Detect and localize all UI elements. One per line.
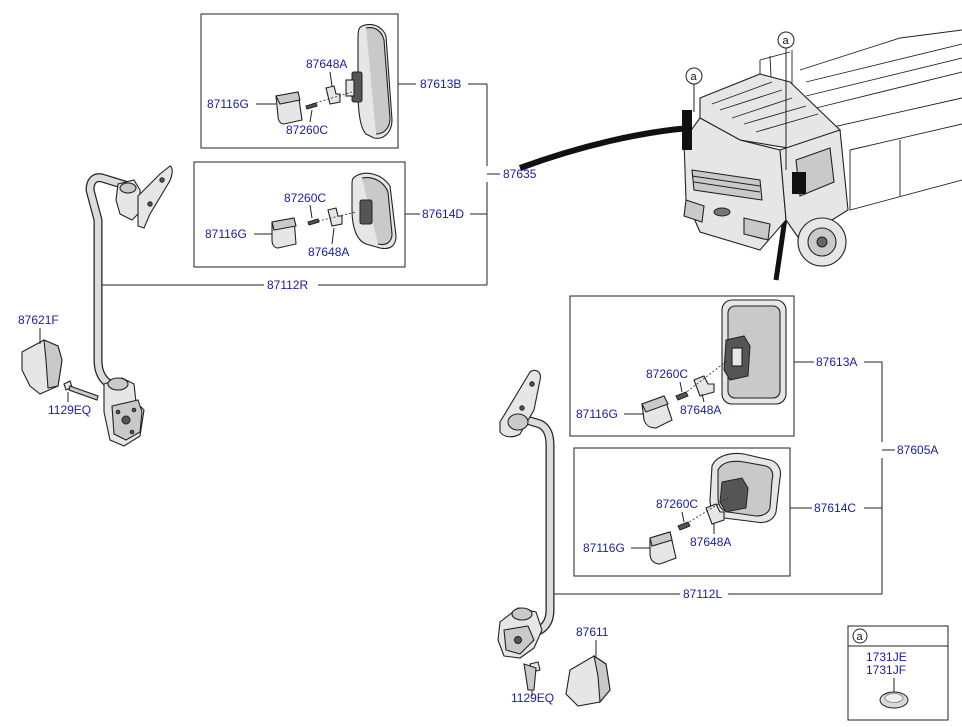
callout-a-left-label: a [691,71,698,83]
callout-a-detail-icon [852,628,868,644]
label-87613a: 87613A [816,355,857,369]
mirror-cap-b-icon [275,91,303,125]
mirror-head-c-icon [709,452,782,524]
label-87116g-c: 87116G [583,541,625,555]
label-87635: 87635 [503,167,537,181]
bolt-right-icon [523,661,541,691]
mirror-cap-d-icon [271,217,297,249]
label-87614c: 87614C [814,501,856,515]
label-87611: 87611 [576,625,609,639]
callout-a-detail-box [847,625,949,721]
clip-bracket-a-icon [693,375,715,397]
label-1129eq-left: 1129EQ [48,403,91,417]
label-87112r: 87112R [267,278,308,292]
callout-a-left-icon [685,67,703,85]
label-87614d: 87614D [422,207,464,221]
label-87116g-d: 87116G [205,227,247,241]
truck-cab-icon [518,29,962,281]
label-87605a: 87605A [897,443,938,457]
label-87648a-b: 87648A [306,57,347,71]
screw-b-icon [305,102,318,110]
label-87648a-d: 87648A [308,245,349,259]
clip-bracket-b-icon [325,85,341,105]
label-87260c-c: 87260C [656,497,698,511]
label-87648a-a: 87648A [680,403,721,417]
screw-d-icon [307,218,320,226]
mirror-stay-right-icon [497,369,555,659]
mirror-box-lower-a [569,295,795,437]
label-1731jf: 1731JF [866,663,906,677]
label-87621f: 87621F [18,313,59,327]
mirror-head-a-icon [721,299,787,405]
screw-c-icon [677,521,691,531]
label-87112l: 87112L [683,587,722,601]
label-1731je: 1731JE [866,650,907,664]
label-87613b: 87613B [420,77,461,91]
mirror-head-b-icon [345,23,393,139]
label-1129eq-right: 1129EQ [511,691,554,705]
label-87260c-a: 87260C [646,367,688,381]
stay-cover-left-icon [21,339,63,395]
label-87648a-c: 87648A [690,535,731,549]
bolt-left-icon [63,380,99,401]
label-87260c-d: 87260C [284,191,326,205]
label-87260c-b: 87260C [286,123,328,137]
screw-a-icon [675,391,689,401]
mirror-cap-a-icon [641,395,673,429]
label-87116g-b: 87116G [207,97,249,111]
callout-a-detail-label: a [857,631,864,643]
mirror-cap-c-icon [649,531,677,565]
mirror-stay-left-icon [85,165,173,447]
mirror-box-upper-b [200,13,399,149]
mirror-box-lower-c [573,447,791,577]
callout-a-right-label: a [783,35,790,47]
rubber-plug-icon [879,691,909,709]
mirror-head-d-icon [351,172,397,250]
label-87116g-a: 87116G [576,407,618,421]
stay-cover-right-icon [565,654,611,707]
callout-a-right-icon [777,31,795,49]
